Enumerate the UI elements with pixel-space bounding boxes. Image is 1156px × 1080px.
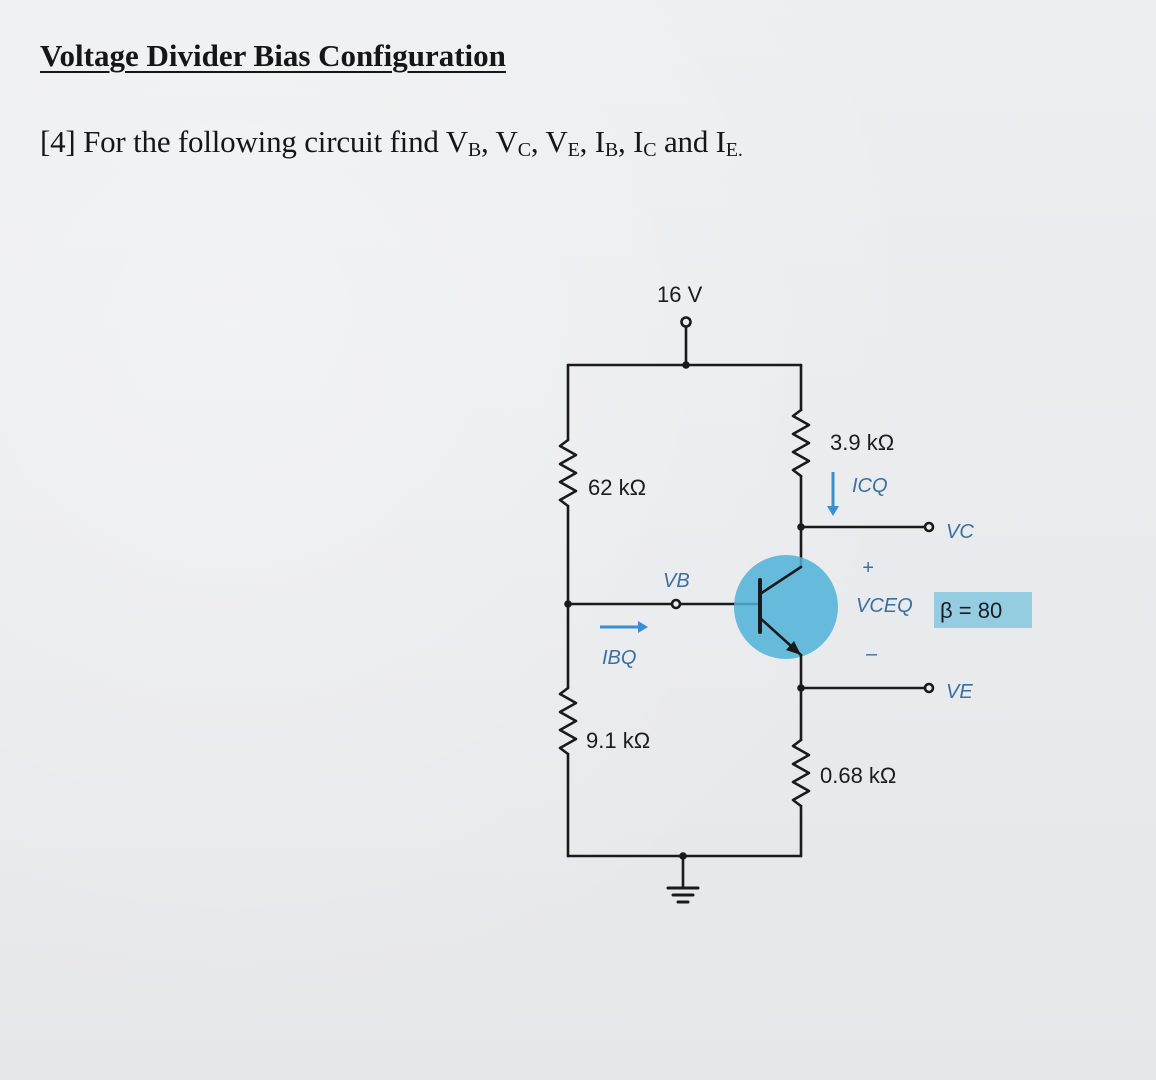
transistor-highlight [734, 555, 838, 659]
base-junction [564, 600, 572, 608]
r1-resistor [558, 438, 578, 508]
question-sub-3: B [604, 139, 619, 161]
rc-resistor [791, 408, 811, 478]
re-resistor [791, 738, 811, 808]
rc-value-label: 3.9 kΩ [830, 430, 894, 455]
transistor-collector-lead [758, 565, 803, 596]
vc-terminal [923, 521, 935, 533]
vb-terminal [670, 598, 682, 610]
vceq-plus-sign: + [862, 557, 874, 579]
question-sub-2: E [567, 139, 580, 161]
emitter-junction [797, 684, 805, 692]
r1-value-label: 62 kΩ [588, 475, 646, 500]
r2-resistor [558, 686, 578, 756]
vceq-minus-sign: – [865, 643, 878, 665]
r2-value-label: 9.1 kΩ [586, 728, 650, 753]
ibq-arrow-icon [600, 621, 648, 633]
question-sub-5: E. [725, 139, 743, 161]
icq-label: ICQ [852, 475, 888, 497]
vb-label: VB [663, 570, 690, 592]
ibq-label: IBQ [602, 647, 636, 669]
ve-terminal [923, 682, 935, 694]
supply-terminal [680, 316, 692, 328]
ve-label: VE [946, 681, 973, 703]
question-text: [4] For the following circuit find VB, V… [40, 124, 743, 162]
vc-label: VC [946, 521, 974, 543]
question-sub-1: C [517, 139, 531, 161]
question-sub-4: C [643, 139, 657, 161]
question-after-1: , V [530, 124, 568, 159]
question-prefix: [4] For the following circuit find V [40, 124, 468, 159]
emitter-arrow-icon [786, 641, 801, 655]
icq-arrow-icon [827, 472, 839, 516]
page-title: Voltage Divider Bias Configuration [40, 38, 506, 73]
question-after-2: , I [579, 124, 605, 159]
question-after-3: , I [618, 124, 644, 159]
re-value-label: 0.68 kΩ [820, 763, 896, 788]
collector-junction [797, 523, 805, 531]
question-sub-0: B [467, 139, 482, 161]
beta-label: β = 80 [940, 598, 1002, 623]
question-after-4: and I [656, 124, 726, 159]
vceq-label: VCEQ [856, 595, 913, 617]
beta-label-highlight [934, 592, 1032, 628]
supply-voltage-label: 16 V [657, 282, 703, 307]
question-after-0: , V [481, 124, 518, 159]
